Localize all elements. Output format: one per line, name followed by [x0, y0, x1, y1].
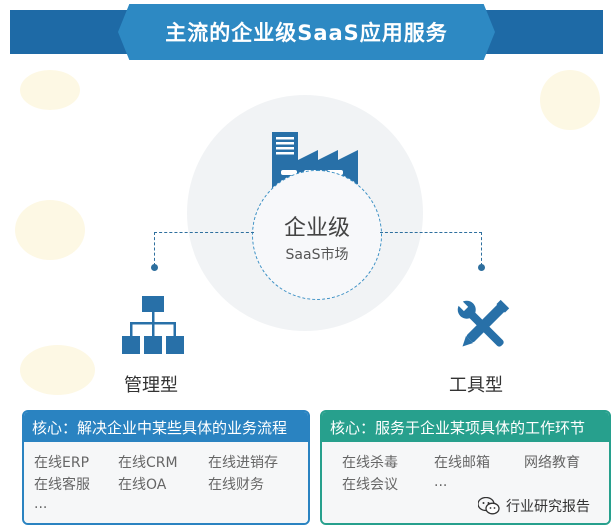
watermark-blob: [540, 70, 600, 130]
center-label-line2: SaaS市场: [285, 247, 349, 263]
connector-left-horizontal: [154, 232, 254, 233]
watermark-blob: [20, 70, 80, 110]
watermark-blob: [20, 345, 95, 395]
list-item: ...: [434, 474, 448, 490]
category-tools-label: 工具型: [449, 375, 503, 396]
title-banner: 主流的企业级SaaS应用服务: [0, 0, 613, 66]
list-item: 在线邮箱: [434, 455, 490, 471]
tools-box: 核心：服务于企业某项具体的工作环节 在线杀毒 在线邮箱 网络教育 在线会议 ..…: [320, 410, 611, 525]
list-item: 在线ERP: [34, 455, 90, 471]
list-item: 网络教育: [524, 455, 580, 471]
management-box: 核心：解决企业中某些具体的业务流程 在线ERP 在线CRM 在线进销存 在线客服…: [22, 410, 310, 525]
tools-box-header: 核心：服务于企业某项具体的工作环节: [322, 412, 609, 442]
connector-right-vertical: [481, 232, 482, 266]
page-title: 主流的企业级SaaS应用服务: [165, 21, 448, 45]
watermark-blob: [15, 200, 85, 260]
tools-box-items: 在线杀毒 在线邮箱 网络教育 在线会议 ...: [322, 442, 609, 523]
wechat-icon: [478, 497, 500, 515]
center-dashed-ring: [252, 170, 382, 300]
connector-right-horizontal: [380, 232, 482, 233]
wechat-account-name: 行业研究报告: [506, 499, 590, 515]
org-chart-icon: [122, 296, 184, 354]
connector-right-dot: [478, 264, 485, 271]
list-item: 在线进销存: [208, 455, 278, 471]
category-management-label: 管理型: [124, 375, 178, 396]
list-item: 在线财务: [208, 477, 264, 493]
connector-left-vertical: [154, 232, 155, 266]
tools-icon: [457, 299, 510, 347]
banner-ribbon: 主流的企业级SaaS应用服务: [118, 4, 495, 60]
management-box-header: 核心：解决企业中某些具体的业务流程: [24, 412, 308, 442]
list-item: 在线杀毒: [342, 455, 398, 471]
connector-left-dot: [151, 264, 158, 271]
center-label: 企业级 SaaS市场: [252, 210, 382, 264]
list-item: 在线CRM: [118, 455, 178, 471]
management-box-items: 在线ERP 在线CRM 在线进销存 在线客服 在线OA 在线财务 ...: [24, 442, 308, 523]
center-label-line1: 企业级: [283, 216, 350, 241]
list-item: 在线会议: [342, 477, 398, 493]
wechat-watermark: 行业研究报告: [478, 496, 590, 516]
list-item: 在线OA: [118, 477, 167, 493]
list-item: ...: [34, 496, 48, 512]
list-item: 在线客服: [34, 477, 90, 493]
